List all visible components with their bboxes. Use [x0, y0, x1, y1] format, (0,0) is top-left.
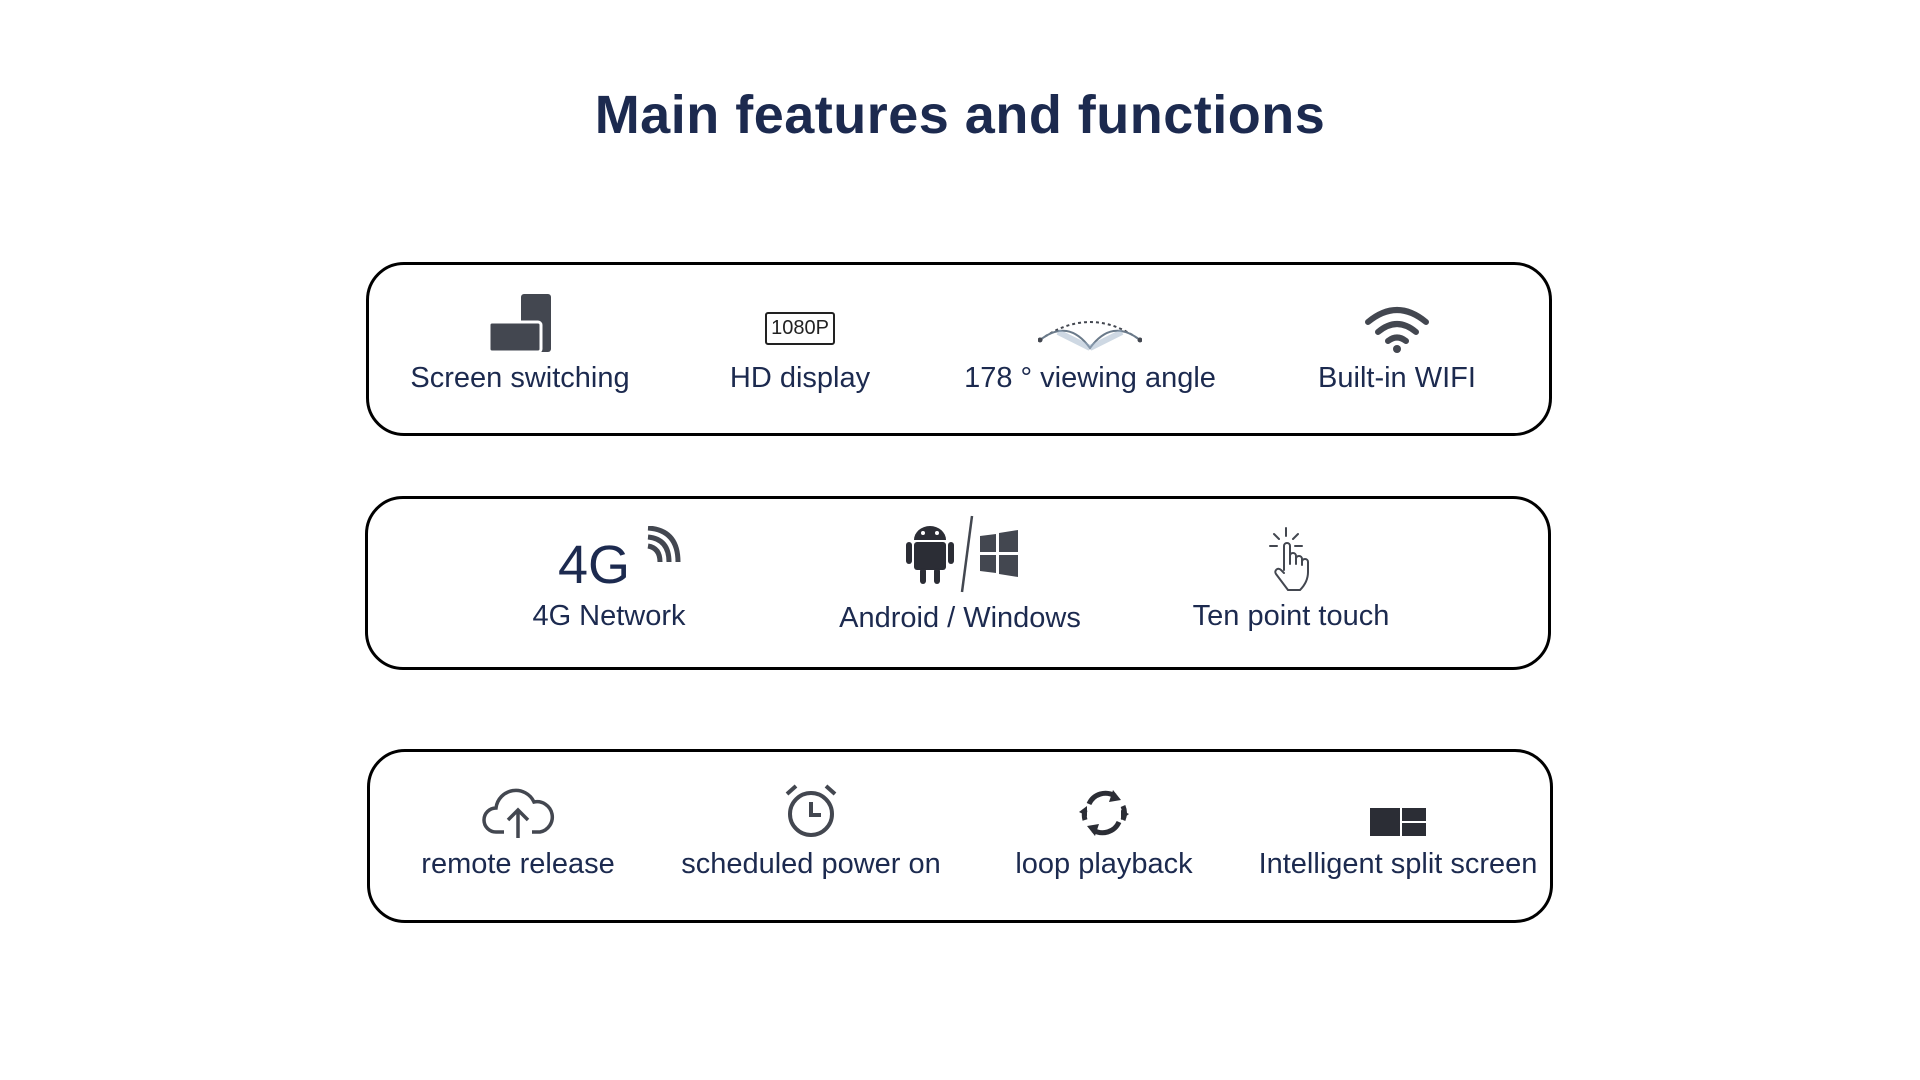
features-panel-3 [367, 749, 1553, 923]
features-panel-1 [366, 262, 1552, 436]
viewing-angle-icon [920, 282, 1260, 354]
feature-screen-switching: Screen switching [350, 282, 690, 395]
feature-label: remote release [421, 848, 615, 880]
features-panel-2 [365, 496, 1551, 670]
feature-viewing-angle: 178 ° viewing angle [920, 282, 1260, 395]
cloud-upload-icon [348, 768, 688, 840]
feature-label: scheduled power on [681, 848, 941, 880]
feature-remote-release: remote release [348, 768, 688, 881]
split-screen-icon [1228, 768, 1568, 840]
wifi-icon [1227, 282, 1567, 354]
feature-label: Android / Windows [839, 602, 1081, 634]
feature-android-windows: Android / Windows [790, 515, 1130, 635]
hd-1080p-icon: 1080P [630, 282, 970, 354]
touch-hand-icon [1121, 520, 1461, 592]
feature-label: Intelligent split screen [1258, 848, 1538, 880]
feature-4g-network: 4G 4G Network [439, 520, 779, 633]
page-title: Main features and functions [594, 85, 1326, 145]
screen-switching-icon [350, 282, 690, 354]
feature-ten-point-touch: Ten point touch [1121, 520, 1461, 633]
feature-label: Built-in WIFI [1318, 362, 1476, 394]
feature-split-screen: Intelligent split screen [1228, 768, 1568, 881]
feature-hd-display: 1080P HD display [630, 282, 970, 395]
feature-label: 4G Network [532, 600, 686, 632]
4g-signal-icon: 4G [439, 520, 779, 592]
feature-label: Ten point touch [1192, 600, 1390, 632]
feature-label: 178 ° viewing angle [964, 362, 1216, 394]
feature-loop-playback: loop playback [934, 768, 1274, 881]
alarm-clock-icon [641, 768, 981, 840]
feature-label: Screen switching [410, 362, 630, 394]
feature-label: loop playback [1015, 848, 1193, 880]
loop-icon [934, 768, 1274, 840]
feature-wifi: Built-in WIFI [1227, 282, 1567, 395]
feature-scheduled-power-on: scheduled power on [641, 768, 981, 881]
feature-label: HD display [729, 362, 871, 394]
android-windows-icon [790, 515, 1130, 594]
